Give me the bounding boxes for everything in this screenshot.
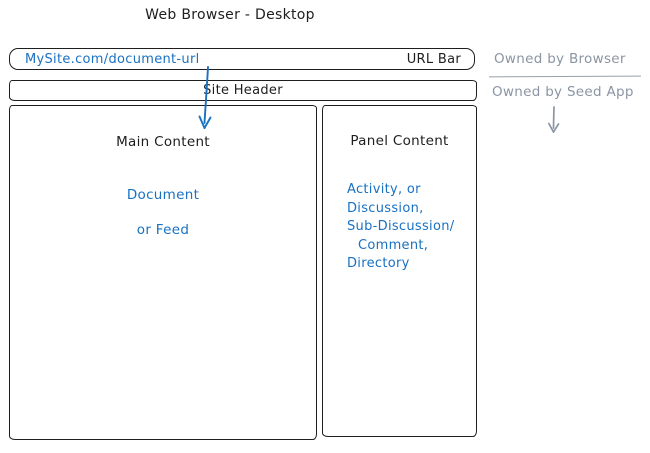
seed-app-down-arrow-icon [547, 106, 560, 133]
panel-content-line: Directory [347, 256, 410, 271]
owned-by-seed-app-label: Owned by Seed App [492, 84, 634, 100]
diagram-title: Web Browser - Desktop [145, 7, 315, 23]
url-text: MySite.com/document-url [25, 51, 200, 67]
main-content-label: Main Content [116, 134, 210, 150]
panel-content-line: Discussion, [347, 200, 424, 216]
owned-by-browser-label: Owned by Browser [494, 51, 626, 67]
url-bar-label: URL Bar [406, 51, 461, 67]
panel-content-box: Panel Content Activity, or Discussion, S… [322, 105, 477, 437]
panel-content-label: Panel Content [350, 133, 449, 149]
panel-content-line: Comment, [358, 237, 429, 253]
site-header-box: Site Header [9, 80, 477, 101]
panel-content-line: Sub-Discussion/ [347, 219, 455, 234]
url-to-main-arrow-icon [198, 66, 212, 129]
ownership-divider [488, 75, 642, 78]
url-bar-box: MySite.com/document-url URL Bar [9, 48, 475, 70]
main-content-line: or Feed [136, 222, 190, 238]
main-content-box: Main Content Document or Feed [9, 105, 317, 440]
panel-content-options: Activity, or Discussion, Sub-Discussion/… [323, 181, 476, 274]
main-content-line: Document [126, 187, 200, 203]
main-content-options: Document or Feed [10, 187, 316, 238]
site-header-label: Site Header [203, 83, 283, 98]
panel-content-line: Activity, or [347, 182, 421, 197]
